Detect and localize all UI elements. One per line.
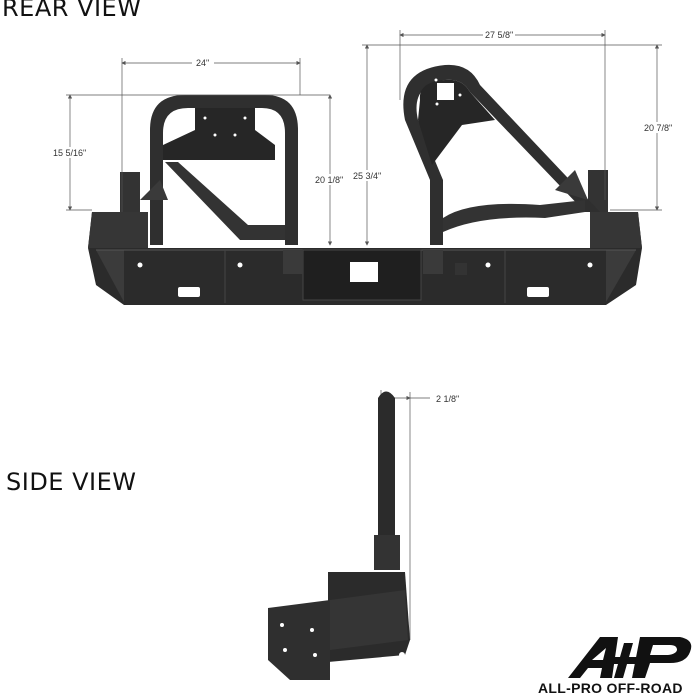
left-carrier-hoop <box>120 95 298 245</box>
dim-tire-carrier-height: 20 7/8" <box>644 123 672 133</box>
dim-tire-carrier-width: 27 5/8" <box>485 30 513 40</box>
dim-side-offset: 2 1/8" <box>436 394 459 404</box>
right-light-cutout <box>527 287 549 297</box>
dim-overall-height: 25 3/4" <box>353 171 381 181</box>
rear-bumper <box>88 212 642 305</box>
left-light-cutout <box>178 287 200 297</box>
side-view-title: SIDE VIEW <box>6 468 137 496</box>
side-view-bumper <box>268 391 410 680</box>
dim-carrier-width: 24" <box>196 58 209 68</box>
dimension-lines <box>66 30 662 640</box>
dim-carrier-height-left: 15 5/16" <box>53 148 86 158</box>
tire-carrier <box>403 64 608 245</box>
all-pro-logo-mark <box>568 637 692 678</box>
brand-name: ALL-PRO OFF-ROAD <box>538 680 683 696</box>
receiver-hole <box>350 262 378 282</box>
rear-view-title: REAR VIEW <box>2 0 142 22</box>
dim-carrier-height-mid: 20 1/8" <box>315 175 343 185</box>
